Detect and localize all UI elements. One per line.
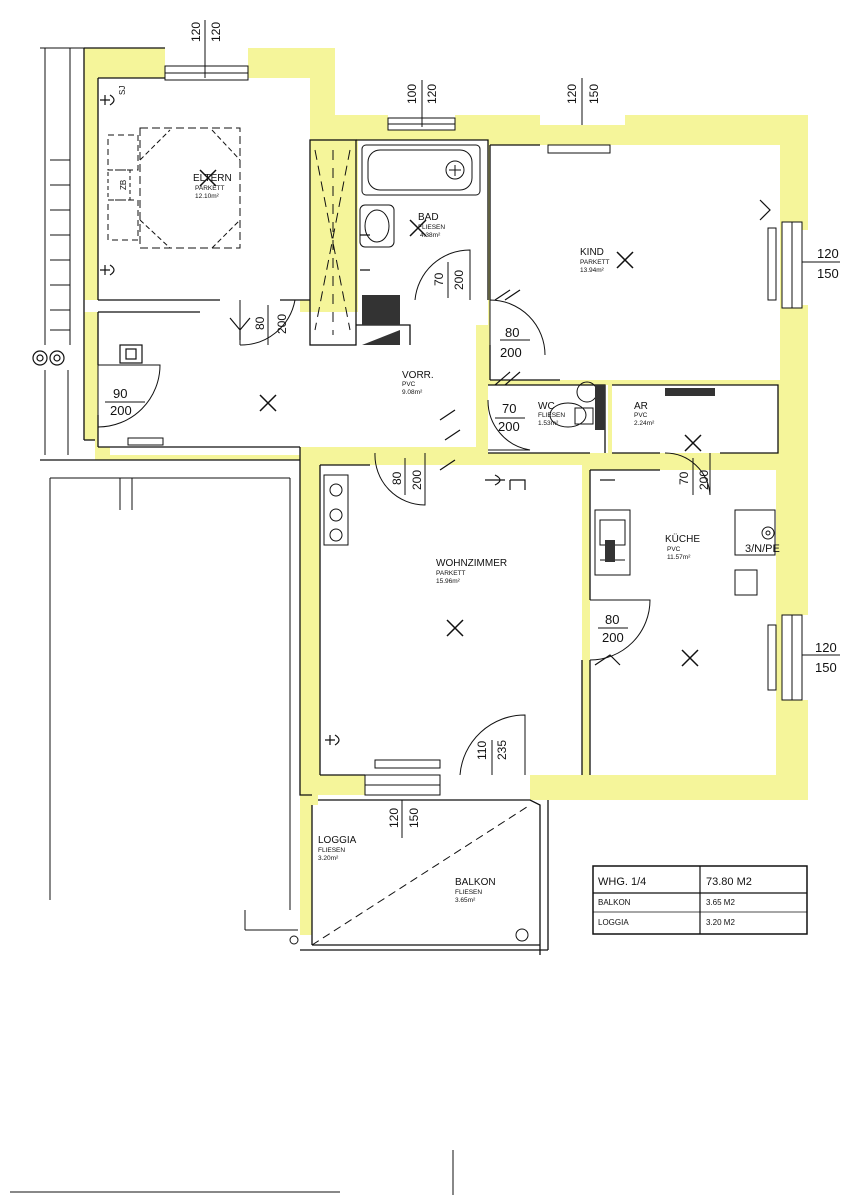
- room-floor: FLIESEN: [318, 847, 345, 854]
- room-area: 12.10m²: [195, 193, 220, 200]
- room-floor: PVC: [402, 381, 416, 388]
- room-floor: PARKETT: [580, 259, 610, 266]
- zb-label: ZB: [119, 180, 128, 190]
- dim-kind-window-top-2: 150: [587, 84, 601, 104]
- room-label-loggia: LOGGIA FLIESEN 3.20m²: [318, 835, 357, 862]
- room-name: KIND: [580, 247, 604, 258]
- dim-bad-door-1: 70: [432, 272, 446, 286]
- dim-entry-door-1: 90: [113, 386, 127, 401]
- loggia-row-label: LOGGIA: [598, 918, 629, 927]
- room-label-eltern: ELTERN PARKETT 12.10m²: [193, 173, 232, 200]
- room-floor: PVC: [667, 546, 681, 553]
- room-label-kueche: KÜCHE PVC 11.57m²: [665, 533, 700, 561]
- dim-kueche-door-2: 200: [602, 630, 624, 645]
- room-name: BALKON: [455, 877, 496, 888]
- room-area: 3.65m²: [455, 897, 476, 904]
- room-name: VORR.: [402, 370, 434, 381]
- balkon-row-value: 3.65 M2: [706, 898, 735, 907]
- room-label-balkon: BALKON FLIESEN 3.65m²: [455, 877, 496, 904]
- room-name: LOGGIA: [318, 835, 357, 846]
- unit-label: WHG. 1/4: [598, 876, 646, 888]
- room-area: 9.08m²: [402, 389, 423, 396]
- dim-eltern-door-1: 80: [253, 316, 267, 330]
- room-area: 4.38m²: [420, 232, 441, 239]
- windows: [127, 65, 803, 796]
- dim-entry-door-2: 200: [110, 403, 132, 418]
- area-summary-table: WHG. 1/4 73.80 M2 BALKON 3.65 M2 LOGGIA …: [592, 865, 808, 935]
- meter-symbols: [32, 350, 65, 366]
- room-floor: PARKETT: [195, 185, 225, 192]
- dim-eltern-door-2: 200: [275, 314, 289, 334]
- room-label-wc: WC FLIESEN 1.53m²: [538, 401, 565, 427]
- dim-wohn-balkon-door-2: 235: [495, 740, 509, 760]
- dim-bad-window-1: 100: [405, 84, 419, 104]
- room-name: WC: [538, 401, 555, 412]
- room-label-vorr: VORR. PVC 9.08m²: [402, 370, 434, 396]
- room-area: 11.57m²: [667, 554, 691, 561]
- room-label-bad: BAD FLIESEN 4.38m²: [418, 212, 445, 239]
- dim-bad-door-2: 200: [452, 270, 466, 290]
- room-floor: FLIESEN: [418, 224, 445, 231]
- room-area: 2.24m²: [634, 420, 655, 427]
- dim-ar-door-1: 70: [677, 471, 691, 485]
- dim-kueche-window-1: 120: [815, 640, 837, 655]
- dim-kind-door-1: 80: [505, 325, 519, 340]
- unit-area: 73.80 M2: [706, 876, 752, 888]
- room-name: AR: [634, 401, 648, 412]
- room-interiors: [84, 78, 780, 945]
- dim-kueche-door-1: 80: [605, 612, 619, 627]
- dim-kind-window-top-1: 120: [565, 84, 579, 104]
- room-name: KÜCHE: [665, 533, 700, 545]
- room-name: ELTERN: [193, 173, 232, 184]
- sj-label: SJ: [118, 86, 127, 95]
- dim-loggia-window-2: 150: [407, 808, 421, 828]
- dim-bad-window-2: 120: [425, 84, 439, 104]
- exterior-lines: [10, 47, 454, 1195]
- room-label-wohnzimmer: WOHNZIMMER PARKETT 15.96m²: [436, 558, 507, 585]
- dim-kind-window-right-1: 120: [817, 246, 839, 261]
- dim-wc-door-1: 70: [502, 401, 516, 416]
- dimension-labels: 120 120 100 120 120 150 120 150 120 150 …: [105, 20, 840, 838]
- room-floor: PARKETT: [436, 570, 466, 577]
- room-floor: FLIESEN: [538, 412, 565, 419]
- dim-kind-window-right-2: 150: [817, 266, 839, 281]
- door-swings: [97, 249, 711, 946]
- dim-ar-door-2: 200: [697, 470, 711, 490]
- dim-wohn-door-2: 200: [410, 470, 424, 490]
- dim-kind-door-2: 200: [500, 345, 522, 360]
- wall-lines: [40, 47, 779, 955]
- dim-loggia-window-1: 120: [387, 808, 401, 828]
- loggia-row-value: 3.20 M2: [706, 918, 735, 927]
- room-floor: PVC: [634, 412, 648, 419]
- ceiling-light-markers: [199, 169, 702, 667]
- dim-kueche-window-2: 150: [815, 660, 837, 675]
- room-area: 15.96m²: [436, 578, 461, 585]
- dim-eltern-window-2: 120: [209, 22, 223, 42]
- dim-wc-door-2: 200: [498, 419, 520, 434]
- electrical-symbols: [100, 94, 771, 746]
- dark-elements: [362, 295, 715, 562]
- room-label-ar: AR PVC 2.24m²: [634, 401, 655, 427]
- room-name: WOHNZIMMER: [436, 558, 507, 569]
- room-name: BAD: [418, 212, 439, 223]
- fixtures: [107, 127, 776, 596]
- room-label-kind: KIND PARKETT 13.94m²: [580, 247, 610, 274]
- room-area: 3.20m²: [318, 855, 339, 862]
- dim-wohn-balkon-door-1: 110: [475, 741, 489, 760]
- dim-wohn-door-1: 80: [390, 471, 404, 485]
- balkon-row-label: BALKON: [598, 898, 631, 907]
- dim-eltern-window-1: 120: [189, 22, 203, 42]
- room-area: 13.94m²: [580, 267, 605, 274]
- room-floor: FLIESEN: [455, 889, 482, 896]
- room-area: 1.53m²: [538, 420, 559, 427]
- power-label: 3/N/PE: [745, 543, 780, 555]
